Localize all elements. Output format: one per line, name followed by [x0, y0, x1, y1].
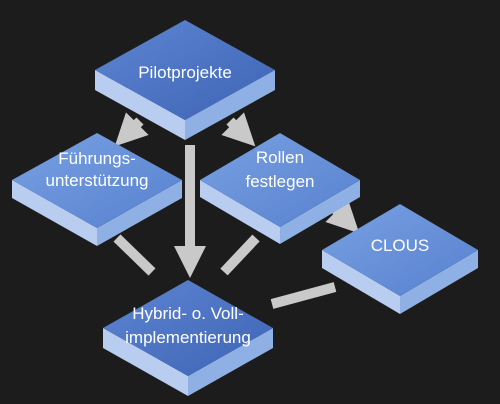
- tile-side-left: [95, 70, 185, 140]
- tile-side-left: [322, 250, 400, 314]
- node-hybrid-vollimplementierung: Hybrid- o. Voll- implementierung: [103, 280, 273, 396]
- tile-top: [12, 133, 182, 228]
- tile-side-right: [188, 328, 273, 396]
- node-rollen-festlegen: Rollen festlegen: [200, 133, 360, 244]
- tile-side-left: [200, 180, 280, 244]
- line-fuehrung-to-hybrid: [113, 234, 156, 276]
- tile-side-right: [97, 180, 182, 246]
- node-label-line1: Führungs-: [58, 149, 135, 168]
- tile-top: [322, 204, 478, 296]
- node-label-line1: Hybrid- o. Voll-: [132, 304, 243, 323]
- node-clous: CLOUS: [322, 204, 478, 314]
- node-label-line2: unterstützung: [45, 171, 148, 190]
- tile-side-left: [12, 180, 97, 246]
- node-pilotprojekte: Pilotprojekte: [95, 20, 275, 140]
- tile-top: [95, 20, 275, 120]
- line-rollen-to-hybrid: [220, 234, 260, 276]
- tile-top: [200, 133, 360, 227]
- arrow-pilot-to-fuehrung: [114, 112, 149, 147]
- node-label-line2: festlegen: [246, 172, 315, 191]
- tile-side-left: [103, 328, 188, 396]
- node-label-line1: Rollen: [256, 148, 304, 167]
- node-fuehrungsunterstuetzung: Führungs- unterstützung: [12, 133, 182, 246]
- arrow-pilot-to-rollen: [221, 112, 256, 147]
- tile-side-right: [185, 70, 275, 140]
- tile-top: [103, 280, 273, 376]
- node-label: Pilotprojekte: [138, 63, 232, 82]
- node-label: CLOUS: [371, 236, 430, 255]
- line-clous-to-hybrid: [270, 282, 337, 309]
- tile-side-right: [400, 250, 478, 314]
- connectors: [113, 112, 360, 309]
- node-label-line2: implementierung: [125, 328, 251, 347]
- tile-side-right: [280, 180, 360, 244]
